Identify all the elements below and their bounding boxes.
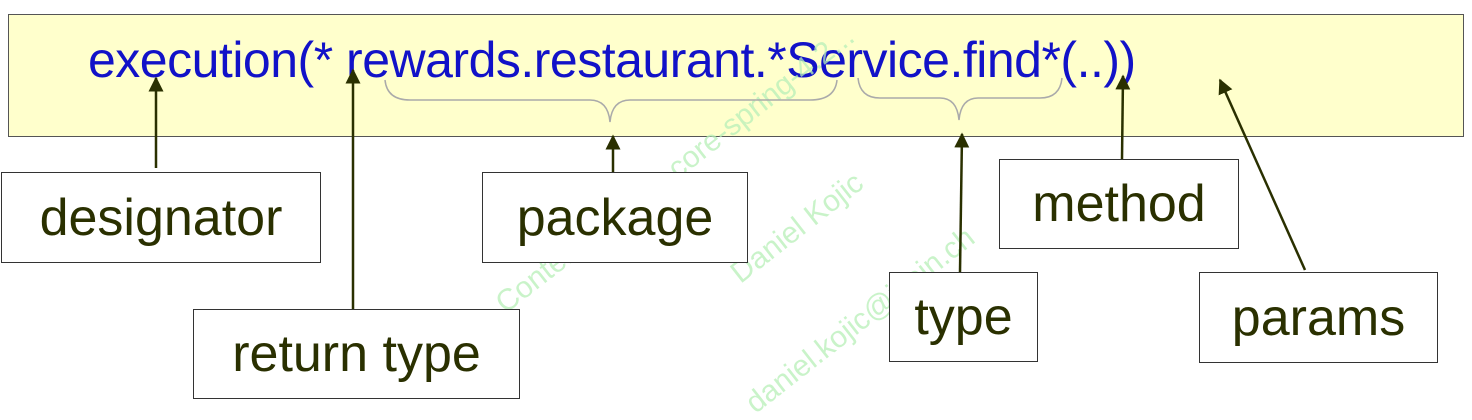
method-label: method xyxy=(999,159,1239,249)
package-brace xyxy=(384,79,838,123)
type-label: type xyxy=(889,272,1038,362)
type-brace xyxy=(857,77,1063,121)
params-arrow xyxy=(1218,78,1307,271)
method-arrow xyxy=(1115,74,1131,160)
designator-label: designator xyxy=(1,172,321,263)
annotation-arrows xyxy=(148,68,1307,309)
package-label: package xyxy=(482,172,748,263)
return-type-label: return type xyxy=(193,309,520,399)
expression-panel xyxy=(8,14,1464,137)
type-arrow xyxy=(954,132,970,273)
params-label: params xyxy=(1199,272,1438,363)
pointcut-expression: execution(* rewards.restaurant.*Service.… xyxy=(88,32,1136,88)
